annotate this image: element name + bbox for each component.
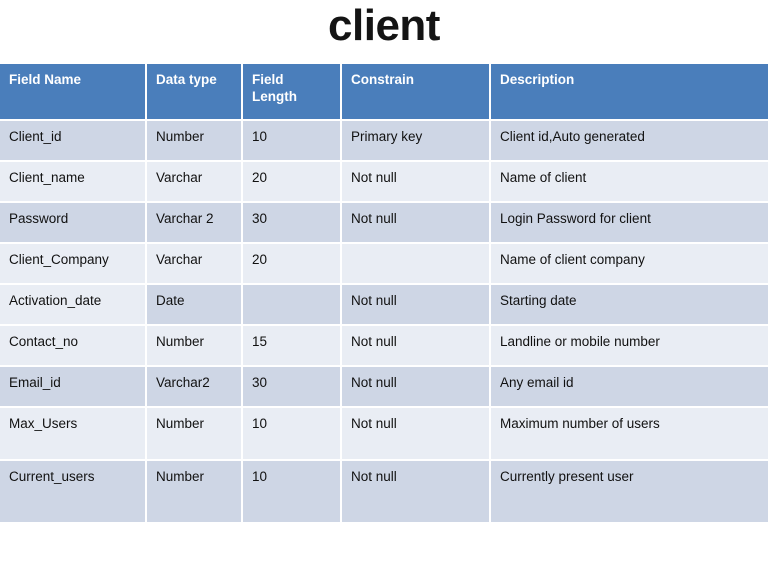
cell-field-length: 10: [242, 407, 342, 461]
cell-description: Maximum number of users: [490, 407, 768, 461]
cell-constrain: Primary key: [341, 120, 491, 162]
cell-field-length: 30: [242, 202, 342, 244]
cell-field-name: Current_users: [0, 460, 147, 524]
cell-data-type: Varchar: [146, 243, 243, 285]
cell-field-length: 20: [242, 161, 342, 203]
table-row: Contact_no Number 15 Not null Landline o…: [0, 325, 768, 367]
cell-data-type: Number: [146, 407, 243, 461]
table-row: Client_name Varchar 20 Not null Name of …: [0, 161, 768, 203]
cell-field-name: Contact_no: [0, 325, 147, 367]
cell-field-length: 10: [242, 460, 342, 524]
column-header-field-name: Field Name: [0, 64, 147, 121]
cell-description: Name of client: [490, 161, 768, 203]
cell-field-length: 15: [242, 325, 342, 367]
cell-data-type: Number: [146, 325, 243, 367]
cell-description: Landline or mobile number: [490, 325, 768, 367]
cell-constrain: Not null: [341, 202, 491, 244]
table-header: Field Name Data type Field Length Constr…: [0, 64, 768, 121]
cell-field-name: Client_name: [0, 161, 147, 203]
cell-constrain: Not null: [341, 161, 491, 203]
table-row: Activation_date Date Not null Starting d…: [0, 284, 768, 326]
cell-data-type: Varchar 2: [146, 202, 243, 244]
cell-field-length: 30: [242, 366, 342, 408]
table-row: Client_id Number 10 Primary key Client i…: [0, 120, 768, 162]
cell-data-type: Varchar2: [146, 366, 243, 408]
page-title: client: [328, 1, 440, 50]
cell-constrain: Not null: [341, 284, 491, 326]
cell-field-name: Client_Company: [0, 243, 147, 285]
cell-constrain: Not null: [341, 460, 491, 524]
cell-constrain: Not null: [341, 407, 491, 461]
column-header-description: Description: [490, 64, 768, 121]
schema-table-container: Field Name Data type Field Length Constr…: [0, 64, 768, 524]
cell-field-name: Activation_date: [0, 284, 147, 326]
column-header-field-length: Field Length: [242, 64, 342, 121]
cell-field-name: Email_id: [0, 366, 147, 408]
cell-description: Login Password for client: [490, 202, 768, 244]
cell-description: Starting date: [490, 284, 768, 326]
cell-description: Any email id: [490, 366, 768, 408]
table-body: Client_id Number 10 Primary key Client i…: [0, 120, 768, 524]
cell-constrain: Not null: [341, 325, 491, 367]
cell-description: Currently present user: [490, 460, 768, 524]
table-row: Email_id Varchar2 30 Not null Any email …: [0, 366, 768, 408]
table-row: Max_Users Number 10 Not null Maximum num…: [0, 407, 768, 461]
column-header-constrain: Constrain: [341, 64, 491, 121]
column-header-data-type: Data type: [146, 64, 243, 121]
schema-table: Field Name Data type Field Length Constr…: [0, 64, 768, 524]
table-row: Client_Company Varchar 20 Name of client…: [0, 243, 768, 285]
table-row: Password Varchar 2 30 Not null Login Pas…: [0, 202, 768, 244]
cell-constrain: [341, 243, 491, 285]
table-header-row: Field Name Data type Field Length Constr…: [0, 64, 768, 121]
cell-field-length: [242, 284, 342, 326]
cell-data-type: Number: [146, 120, 243, 162]
cell-description: Name of client company: [490, 243, 768, 285]
cell-data-type: Varchar: [146, 161, 243, 203]
cell-field-length: 20: [242, 243, 342, 285]
cell-data-type: Date: [146, 284, 243, 326]
cell-field-name: Client_id: [0, 120, 147, 162]
table-row: Current_users Number 10 Not null Current…: [0, 460, 768, 524]
cell-description: Client id,Auto generated: [490, 120, 768, 162]
cell-field-name: Max_Users: [0, 407, 147, 461]
cell-constrain: Not null: [341, 366, 491, 408]
cell-field-name: Password: [0, 202, 147, 244]
cell-data-type: Number: [146, 460, 243, 524]
cell-field-length: 10: [242, 120, 342, 162]
